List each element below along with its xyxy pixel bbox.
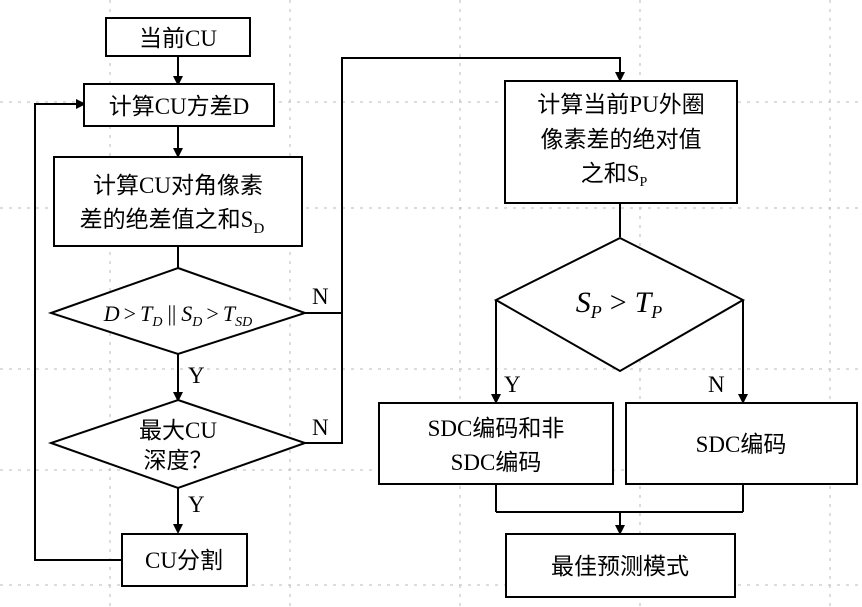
- node-cu-split: CU分割: [122, 534, 247, 586]
- label-cond2-yes: Y: [504, 372, 521, 397]
- node-sdc-both-line1: SDC编码和非: [428, 416, 565, 441]
- node-calc-pu-line1: 计算当前PU外圈: [537, 92, 704, 117]
- label-depth-no: N: [312, 415, 329, 440]
- label-cond1-yes: Y: [188, 363, 205, 388]
- node-sdc-both: SDC编码和非 SDC编码: [379, 403, 613, 484]
- node-calc-diagonal-line1: 计算CU对角像素: [93, 173, 263, 198]
- label-cond2-no: N: [708, 372, 725, 397]
- node-max-depth: 最大CU 深度？: [51, 400, 305, 488]
- node-max-depth-line1: 最大CU: [139, 418, 217, 443]
- node-best-mode: 最佳预测模式: [506, 534, 735, 597]
- node-best-mode-label: 最佳预测模式: [551, 554, 689, 579]
- node-sdc-only-label: SDC编码: [696, 432, 787, 457]
- node-current-cu-label: 当前CU: [139, 26, 217, 51]
- node-condition-sp-tp: SP>TP: [496, 238, 743, 371]
- node-condition-dt-sd: D>TD||SD>TSD: [51, 268, 305, 354]
- node-calc-variance-label: 计算CU方差D: [109, 94, 250, 119]
- node-calc-variance: 计算CU方差D: [84, 84, 274, 126]
- node-condition-sp-tp-expr: SP>TP: [576, 286, 663, 322]
- node-sdc-both-line2: SDC编码: [451, 450, 542, 475]
- node-calc-diagonal: 计算CU对角像素 差的绝差值之和SD: [54, 157, 302, 246]
- node-sdc-only: SDC编码: [626, 403, 857, 484]
- label-depth-yes: Y: [188, 492, 205, 517]
- node-calc-pu-line3: 之和SP: [581, 161, 648, 190]
- node-calc-pu: 计算当前PU外圈 像素差的绝对值 之和SP: [505, 81, 737, 203]
- node-max-depth-line2: 深度？: [144, 448, 213, 473]
- label-cond1-no: N: [312, 284, 329, 309]
- node-current-cu: 当前CU: [106, 18, 250, 56]
- node-calc-pu-line2: 像素差的绝对值: [541, 127, 702, 152]
- node-cu-split-label: CU分割: [145, 548, 223, 573]
